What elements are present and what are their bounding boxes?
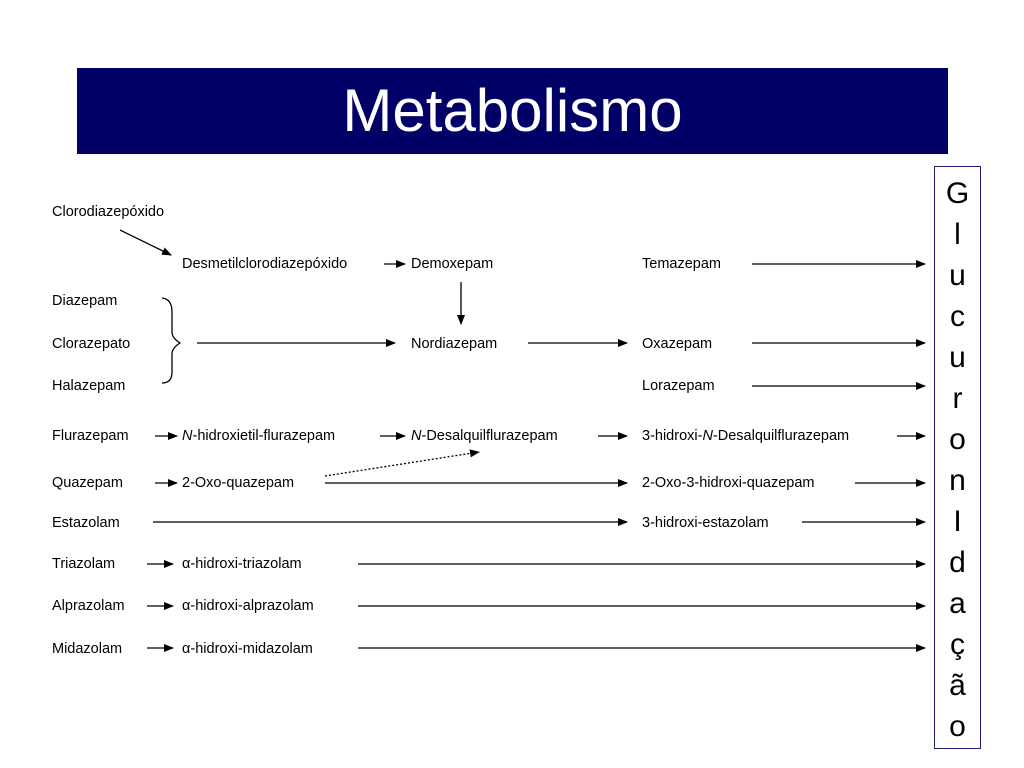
label-clorodiazepoxido: Clorodiazepóxido [52,204,165,220]
label-quazepam: Quazepam [52,475,123,491]
label-demoxepam: Demoxepam [411,256,494,272]
gluc-letter: I [953,505,962,538]
label-lorazepam: Lorazepam [642,378,715,394]
arrow-2oxo-dotted-ndesalquil [324,449,480,477]
label-midazolam: Midazolam [52,641,123,657]
gluc-letter: o [949,423,966,456]
label-3-hidroxi-n-desalquilflurazepam: 3-hidroxi-N-Desalquilflurazepam [642,429,849,444]
label-halazepam: Halazepam [52,378,126,394]
label-post: -Desalquilflurazepam [712,428,850,444]
italic-n: N [182,428,193,444]
gluc-letter: n [949,464,966,497]
label-rest: -hidroxi-triazolam [190,556,302,572]
label-alpha-hidroxi-midazolam: α-hidroxi-midazolam [182,642,313,657]
label-rest: -hidroxietil-flurazepam [192,428,336,444]
gluc-letter: l [954,218,961,251]
alpha-symbol: α [182,598,191,614]
label-oxazepam: Oxazepam [642,336,713,352]
arrow-clorodiazepoxido-desmetil [119,229,172,256]
title-bar: Metabolismo [77,68,948,154]
slide-title: Metabolismo [342,77,683,144]
label-flurazepam: Flurazepam [52,428,129,444]
gluc-letter: ã [949,669,966,702]
gluc-letter: r [952,382,963,415]
gluc-letter: G [945,177,970,210]
gluc-letter: u [949,259,966,292]
alpha-symbol: α [182,641,191,657]
label-3-hidroxi-estazolam: 3-hidroxi-estazolam [642,515,769,531]
glucuronidacao-box: G l u c u r o n I d a ç ã o [934,166,981,749]
gluc-letter: ç [950,628,965,661]
label-clorazepato: Clorazepato [52,336,131,352]
label-n-hidroxietil-flurazepam: N-hidroxietil-flurazepam [182,429,335,444]
label-alpha-hidroxi-triazolam: α-hidroxi-triazolam [182,557,302,572]
gluc-letter: d [949,546,966,579]
label-desmetilclorodiazepoxido: Desmetilclorodiazepóxido [182,256,348,272]
alpha-symbol: α [182,556,191,572]
gluc-letter: c [950,300,965,333]
label-rest: -hidroxi-midazolam [190,641,313,657]
label-temazepam: Temazepam [642,256,721,272]
label-estazolam: Estazolam [52,515,120,531]
italic-n: N [702,428,713,444]
label-n-desalquilflurazepam: N-Desalquilflurazepam [411,429,558,444]
label-diazepam: Diazepam [52,293,118,309]
label-alprazolam: Alprazolam [52,598,125,614]
label-nordiazepam: Nordiazepam [411,336,498,352]
label-2-oxo-quazepam: 2-Oxo-quazepam [182,475,295,491]
italic-n: N [411,428,422,444]
group-brace [161,297,182,384]
label-rest: -Desalquilflurazepam [421,428,558,444]
gluc-letter: o [949,710,966,743]
gluc-letter: u [949,341,966,374]
label-triazolam: Triazolam [52,556,116,572]
label-2-oxo-3-hidroxi-quazepam: 2-Oxo-3-hidroxi-quazepam [642,475,815,491]
label-alpha-hidroxi-alprazolam: α-hidroxi-alprazolam [182,599,314,614]
label-pre: 3-hidroxi- [642,428,703,444]
gluc-letter: a [949,587,966,620]
label-rest: -hidroxi-alprazolam [190,598,314,614]
